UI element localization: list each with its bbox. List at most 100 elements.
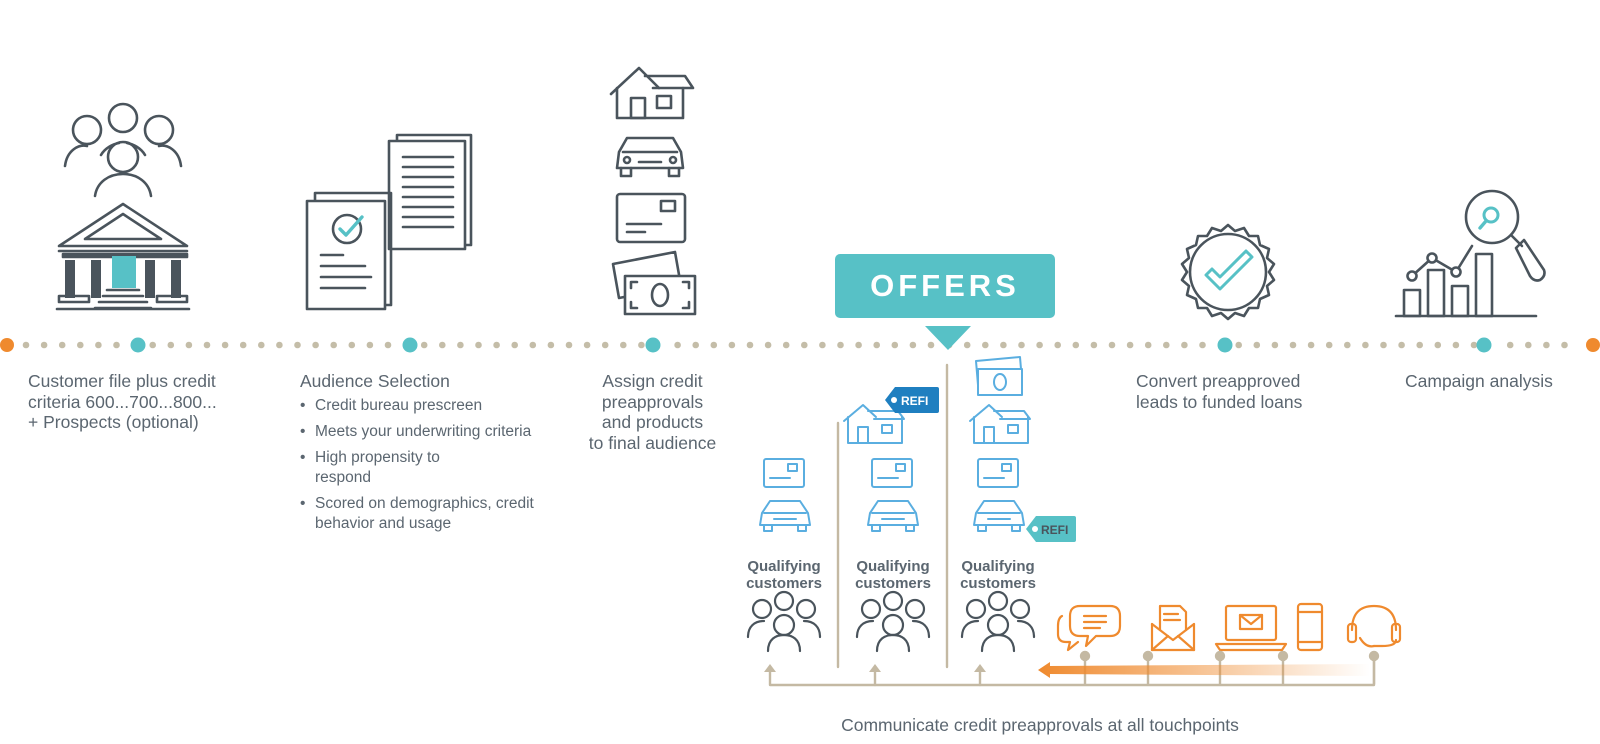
criteria-item: Scored on demographics, credit behavior … bbox=[300, 494, 545, 534]
timeline-dot bbox=[1144, 341, 1152, 349]
timeline-dot bbox=[95, 341, 102, 349]
step-3-line: and products bbox=[601, 412, 704, 432]
timeline-dot bbox=[620, 341, 627, 349]
timeline-dot bbox=[529, 341, 537, 349]
step-1-line: criteria 600...700...800... bbox=[28, 391, 217, 412]
qualifying-customers-label: Qualifying customers bbox=[943, 558, 1053, 592]
timeline-dot bbox=[22, 341, 30, 349]
qualifying-customers-label: Qualifying customers bbox=[838, 558, 948, 592]
car-icon bbox=[759, 500, 811, 532]
timeline-dot bbox=[366, 341, 374, 349]
car-icon bbox=[867, 500, 919, 532]
timeline-dot bbox=[1054, 341, 1061, 349]
refi-tag-label: REFI bbox=[901, 394, 928, 408]
audience-criteria-list: Credit bureau prescreen Meets your under… bbox=[300, 396, 550, 534]
criteria-item: Credit bureau prescreen bbox=[300, 396, 550, 416]
step-5-text: Campaign analysis bbox=[1405, 371, 1585, 392]
touchpoints-caption: Communicate credit preapprovals at all t… bbox=[841, 715, 1239, 735]
timeline-dot bbox=[1018, 341, 1025, 349]
timeline-milestone bbox=[1217, 337, 1233, 353]
timeline-dot bbox=[746, 341, 754, 349]
qualifying-customers-label: Qualifying customers bbox=[729, 558, 839, 592]
timeline-dot bbox=[276, 341, 283, 349]
timeline-dot bbox=[963, 341, 971, 349]
offers-banner: OFFERS bbox=[835, 254, 1055, 318]
step-3-line: preapprovals bbox=[601, 391, 704, 412]
timeline-dot bbox=[439, 341, 446, 349]
step-1-line: + Prospects (optional) bbox=[28, 412, 199, 432]
timeline-dot bbox=[1434, 341, 1442, 349]
timeline-dot bbox=[457, 341, 464, 349]
timeline-dot bbox=[1325, 341, 1333, 349]
cash-icon bbox=[975, 356, 1023, 396]
timeline-dot bbox=[149, 341, 156, 349]
seal-check-icon bbox=[1180, 223, 1276, 321]
timeline-dot bbox=[1362, 341, 1369, 349]
timeline-milestone bbox=[402, 337, 418, 353]
timeline-dot bbox=[203, 341, 211, 349]
timeline-dot bbox=[764, 341, 772, 349]
customers-bank-icon bbox=[55, 102, 191, 311]
timeline-dot bbox=[1090, 341, 1098, 349]
timeline-dot bbox=[258, 341, 265, 349]
qualifying-line: Qualifying bbox=[856, 558, 930, 575]
step-4-text: Convert preapproved leads to funded loan… bbox=[1136, 371, 1356, 412]
timeline-dot bbox=[40, 341, 48, 349]
timeline-dot bbox=[1506, 341, 1514, 349]
timeline-dot bbox=[638, 341, 645, 349]
car-icon bbox=[973, 500, 1025, 532]
offers-columns bbox=[746, 356, 1036, 669]
timeline-dot bbox=[819, 341, 826, 349]
timeline-endpoint bbox=[0, 338, 14, 352]
qualifying-line: Qualifying bbox=[747, 558, 821, 575]
timeline-dot bbox=[1543, 341, 1550, 349]
timeline-dot bbox=[710, 341, 718, 349]
timeline-dot bbox=[1416, 341, 1423, 349]
timeline-dot bbox=[1108, 341, 1116, 349]
timeline-dot bbox=[547, 341, 555, 349]
timeline-dot bbox=[330, 341, 338, 349]
timeline-dot bbox=[583, 341, 591, 349]
timeline-dot bbox=[167, 341, 175, 349]
timeline-milestone bbox=[1476, 337, 1492, 353]
timeline-dot bbox=[692, 341, 699, 349]
touchpoints bbox=[764, 602, 1402, 687]
timeline-dot bbox=[982, 341, 989, 349]
step-4-line: leads to funded loans bbox=[1136, 391, 1303, 412]
timeline-endpoint bbox=[1586, 338, 1600, 352]
step-1-line: Customer file plus credit bbox=[28, 371, 216, 391]
analysis-chart-icon bbox=[1394, 189, 1546, 318]
house-icon bbox=[969, 404, 1031, 444]
timeline-dot bbox=[384, 341, 392, 349]
timeline-dot bbox=[909, 341, 917, 349]
timeline-dot bbox=[855, 341, 862, 349]
timeline-dot bbox=[239, 341, 247, 349]
timeline-dot bbox=[1344, 341, 1351, 349]
products-icon bbox=[609, 66, 697, 316]
timeline-dot bbox=[1181, 341, 1188, 349]
criteria-item: Meets your underwriting criteria bbox=[300, 422, 540, 442]
refi-tag-label: REFI bbox=[1041, 523, 1068, 537]
timeline-dot bbox=[1398, 341, 1405, 349]
timeline-dot bbox=[1235, 341, 1242, 349]
audience-selection-title: Audience Selection bbox=[300, 371, 450, 391]
timeline-dot bbox=[113, 341, 120, 349]
timeline-dot bbox=[873, 341, 880, 349]
card-icon bbox=[871, 458, 913, 488]
step-4-line: Convert preapproved bbox=[1136, 371, 1301, 391]
timeline-dot bbox=[601, 341, 609, 349]
customers-icon bbox=[746, 590, 822, 653]
timeline-dot bbox=[420, 341, 428, 349]
timeline-dot bbox=[927, 341, 935, 349]
card-icon bbox=[763, 458, 805, 488]
timeline-dot bbox=[1452, 341, 1460, 349]
customers-icon bbox=[855, 590, 931, 653]
qualifying-line: customers bbox=[855, 574, 931, 592]
timeline-dot bbox=[1000, 341, 1007, 349]
timeline-dot bbox=[565, 341, 573, 349]
timeline-dot bbox=[782, 341, 790, 349]
timeline-dot bbox=[1561, 341, 1568, 349]
timeline-dot bbox=[1289, 341, 1297, 349]
refi-tag-teal: REFI bbox=[1026, 516, 1076, 542]
mail-icon bbox=[1150, 604, 1196, 652]
